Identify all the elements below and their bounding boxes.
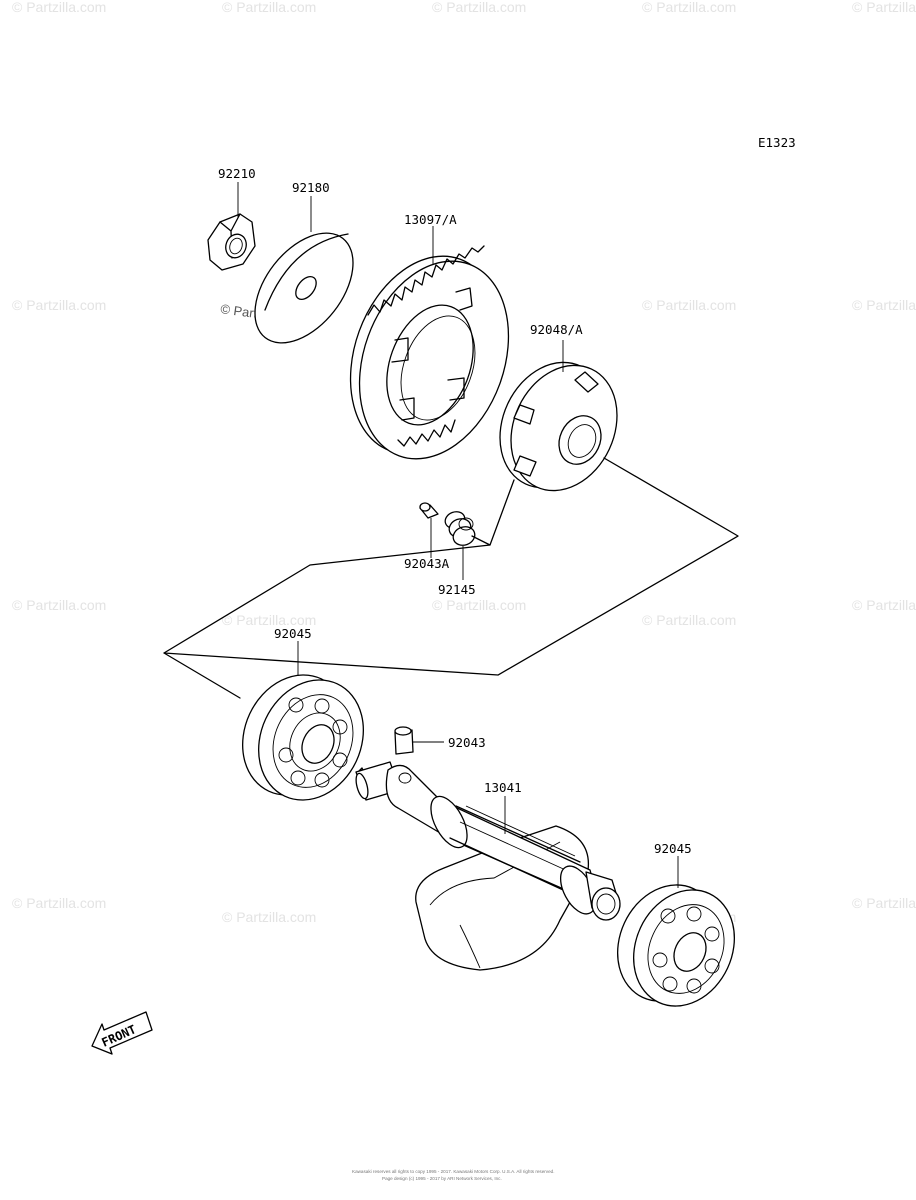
- watermark-text: © Partzilla.com: [12, 297, 106, 313]
- watermark-text: © Partzilla.com: [642, 0, 736, 15]
- watermark-text: © Partzilla.com: [12, 597, 106, 613]
- watermark-text: © Partzilla.com: [222, 0, 316, 15]
- label-13097a[interactable]: 13097/A: [404, 212, 457, 227]
- assembly-outline: [163, 457, 739, 676]
- label-92045-left[interactable]: 92045: [274, 626, 312, 641]
- watermark-text: © Partzilla.com: [432, 0, 526, 15]
- watermark-text: © Partzilla.com: [852, 0, 916, 15]
- part-92043a-pin[interactable]: [419, 502, 439, 558]
- label-92043a[interactable]: 92043A: [404, 556, 450, 571]
- part-92045-bearing-right[interactable]: [599, 856, 753, 1023]
- watermark-text: © Partzilla.com: [222, 909, 316, 925]
- watermark-text: © Partzilla.com: [222, 612, 316, 628]
- part-13097a-gear[interactable]: [324, 226, 534, 480]
- watermark-layer: © Partzilla.com © Partzilla.com © Partzi…: [12, 0, 916, 925]
- watermark-text: © Partzilla.com: [12, 0, 106, 15]
- label-92048a[interactable]: 92048/A: [530, 322, 583, 337]
- label-92045-right[interactable]: 92045: [654, 841, 692, 856]
- watermark-text: © Partzilla.com: [852, 597, 916, 613]
- part-92180-washer[interactable]: [235, 196, 372, 361]
- part-92045-bearing-left[interactable]: [223, 641, 382, 817]
- label-92043[interactable]: 92043: [448, 735, 486, 750]
- part-92210-nut[interactable]: [207, 182, 256, 271]
- leader-spring-to-flange: [471, 479, 515, 546]
- label-92180[interactable]: 92180: [292, 180, 330, 195]
- assembly-outline-lower: [163, 652, 241, 699]
- label-92210[interactable]: 92210: [218, 166, 256, 181]
- part-92048a-flange[interactable]: [480, 340, 637, 508]
- watermark-text: © Partzilla.com: [642, 612, 736, 628]
- watermark-text: © Partzilla.com: [852, 895, 916, 911]
- copyright-line-2: Page design (c) 1995 - 2017 by ARI Netwo…: [382, 1176, 502, 1181]
- part-92043-dowel[interactable]: [394, 726, 444, 755]
- watermark-text: © Partzilla.com: [432, 597, 526, 613]
- diagram-code: E1323: [758, 135, 796, 150]
- copyright-line: Kawasaki reserves all rights to copy 199…: [352, 1169, 554, 1174]
- watermark-text: © Partzilla.com: [642, 297, 736, 313]
- label-92145[interactable]: 92145: [438, 582, 476, 597]
- watermark-text: © Partzilla.com: [852, 297, 916, 313]
- part-13041-balancer-shaft[interactable]: [354, 761, 621, 971]
- front-arrow: FRONT: [91, 1011, 153, 1055]
- part-92145-spring[interactable]: [443, 509, 478, 580]
- watermark-text: © Partzilla.com: [12, 895, 106, 911]
- label-13041[interactable]: 13041: [484, 780, 522, 795]
